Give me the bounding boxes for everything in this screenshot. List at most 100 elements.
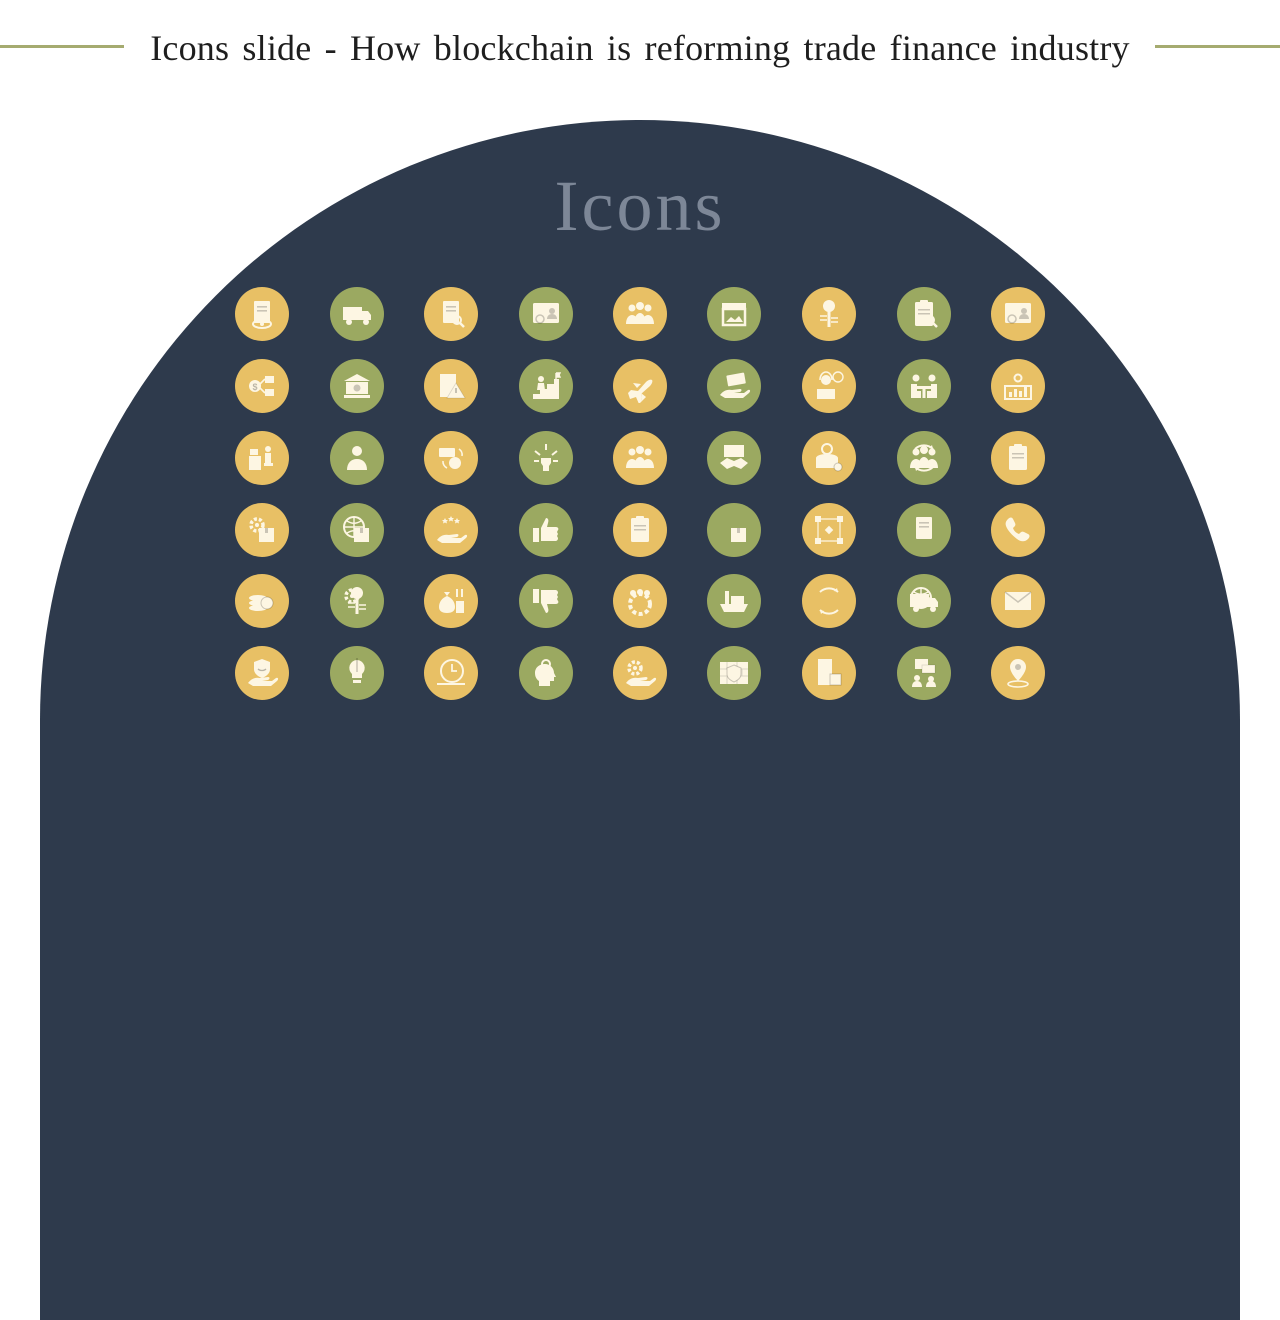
refresh-cycle-icon-glyph: [819, 587, 839, 615]
dollar-distribution-icon: $: [235, 359, 289, 413]
meeting-table-icon: [897, 359, 951, 413]
document-eye-icon-glyph: [252, 301, 272, 329]
profile-invoice-dollar-icon: [519, 287, 573, 341]
head-gear-idea-icon-glyph: [535, 659, 556, 686]
location-pin-icon-glyph: [1007, 659, 1029, 688]
coin-stacks-icon-glyph: [249, 595, 274, 611]
firewall-shield-icon: [707, 646, 761, 700]
cargo-ship-icon: [707, 574, 761, 628]
package-checkmark-icon: [707, 503, 761, 557]
analytics-gear-icon: [991, 359, 1045, 413]
contract-handshake-icon: [707, 431, 761, 485]
contract-handshake-icon-glyph: [720, 445, 748, 469]
document-magnifier-eye-icon-glyph: [443, 301, 465, 328]
bank-dollar-icon: [330, 359, 384, 413]
blockchain-network-icon-glyph: [815, 516, 843, 544]
clipboard-plan-icon-glyph: [631, 516, 649, 542]
title-bar: Icons slide - How blockchain is reformin…: [0, 0, 1280, 94]
hand-shield-smile-icon-glyph: [248, 659, 279, 686]
clipboard-warning-icon: [424, 359, 478, 413]
hand-cash-icon-glyph: [720, 372, 751, 398]
clipboard-search-icon: [897, 287, 951, 341]
global-shipping-box-icon-glyph: [343, 516, 369, 542]
thumbs-up-icon: [519, 503, 573, 557]
money-exchange-icon: [424, 431, 478, 485]
raised-fist-power-icon: [519, 431, 573, 485]
resume-profile-icon-glyph: [1009, 444, 1027, 470]
refresh-cycle-icon: [802, 574, 856, 628]
profile-verified-card-icon-glyph: [1005, 303, 1031, 324]
envelope-icon: [991, 574, 1045, 628]
support-agent-24h-icon: [802, 359, 856, 413]
database-gear-icon: [802, 431, 856, 485]
hand-cash-icon: [707, 359, 761, 413]
team-cycle-icon-glyph: [910, 444, 938, 472]
businessman-stairs-goal-icon-glyph: [533, 372, 562, 399]
gear-box-icon-glyph: [249, 517, 274, 542]
profile-verified-card-icon: [991, 287, 1045, 341]
location-pin-icon: [991, 646, 1045, 700]
user-gear-key-icon-glyph: [344, 587, 366, 614]
thumbs-down-icon-glyph: [533, 589, 559, 613]
bank-dollar-icon-glyph: [344, 374, 370, 398]
hand-customer-rating-icon-glyph: [437, 516, 468, 543]
key-circuit-icon-glyph: [820, 300, 838, 327]
employee-desk-icon: [235, 431, 289, 485]
global-shipping-box-icon: [330, 503, 384, 557]
employee-desk-icon-glyph: [249, 446, 273, 470]
thumbs-down-icon: [519, 574, 573, 628]
envelope-icon-glyph: [1004, 591, 1032, 610]
document-magnifier-eye-icon: [424, 287, 478, 341]
raised-fist-power-icon-glyph: [534, 444, 558, 471]
cargo-ship-icon-glyph: [720, 591, 748, 612]
businessman-icon-glyph: [347, 446, 367, 470]
clipboard-warning-icon-glyph: [440, 374, 466, 399]
head-gear-idea-icon: [519, 646, 573, 700]
pencil-lightbulb-icon-glyph: [349, 658, 365, 683]
key-circuit-icon: [802, 287, 856, 341]
money-exchange-icon-glyph: [439, 448, 463, 469]
hand-gears-icon: [613, 646, 667, 700]
section-title: Icons: [554, 166, 726, 246]
database-gear-icon-glyph: [816, 443, 843, 472]
support-agent-24h-icon-glyph: [817, 371, 844, 399]
airplane-icon: [613, 359, 667, 413]
airplane-icon-glyph: [628, 379, 653, 403]
team-globe-hand-icon: [613, 287, 667, 341]
phone-contact-icon: [991, 503, 1045, 557]
pencil-lightbulb-icon: [330, 646, 384, 700]
team-leader-icon: [613, 431, 667, 485]
team-gear-icon-glyph: [628, 589, 652, 616]
hand-customer-rating-icon: [424, 503, 478, 557]
delivery-truck-chart-icon: [330, 287, 384, 341]
document-eye-icon: [235, 287, 289, 341]
document-chip-icon: [802, 646, 856, 700]
delivery-truck-chart-icon-glyph: [343, 307, 371, 325]
blockchain-network-icon: [802, 503, 856, 557]
user-gear-key-icon: [330, 574, 384, 628]
storefront-icon-glyph: [721, 303, 747, 327]
meeting-table-icon-glyph: [911, 374, 937, 398]
title-divider-left: [0, 45, 124, 48]
clipboard-plan-icon: [613, 503, 667, 557]
invoice-dollar-icon: [897, 503, 951, 557]
team-leader-icon-glyph: [626, 446, 654, 468]
team-cycle-icon: [897, 431, 951, 485]
svg-text:$: $: [252, 382, 257, 392]
clock-speed-icon-glyph: [437, 659, 465, 685]
hand-shield-smile-icon: [235, 646, 289, 700]
profile-invoice-dollar-icon-glyph: [533, 303, 559, 324]
global-logistics-icon: [897, 574, 951, 628]
clock-speed-icon: [424, 646, 478, 700]
package-checkmark-icon-glyph: [731, 528, 746, 542]
phone-contact-icon-glyph: [1005, 517, 1030, 542]
businessman-stairs-goal-icon: [519, 359, 573, 413]
analytics-gear-icon-glyph: [1004, 373, 1032, 400]
title-divider-right: [1155, 45, 1280, 48]
hand-gears-icon-glyph: [626, 660, 657, 686]
money-bag-coins-icon-glyph: [439, 589, 464, 613]
team-globe-hand-icon-glyph: [626, 302, 654, 324]
storefront-icon: [707, 287, 761, 341]
clipboard-search-icon-glyph: [915, 300, 938, 328]
money-bag-coins-icon: [424, 574, 478, 628]
